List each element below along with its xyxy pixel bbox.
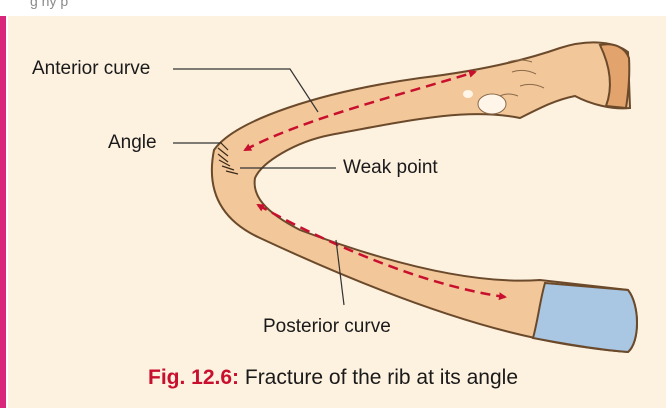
label-weak-point: Weak point — [343, 157, 438, 179]
figure-caption: Fig. 12.6: Fracture of the rib at its an… — [0, 366, 666, 390]
tubercle-highlight — [463, 90, 473, 98]
figure-number: Fig. 12.6: — [148, 366, 239, 389]
costal-cartilage — [533, 283, 637, 352]
label-anterior-curve: Anterior curve — [32, 58, 150, 80]
label-posterior-curve: Posterior curve — [263, 316, 391, 338]
label-angle: Angle — [108, 132, 157, 154]
tubercle — [478, 94, 506, 114]
figure-caption-text: Fracture of the rib at its angle — [239, 366, 518, 389]
